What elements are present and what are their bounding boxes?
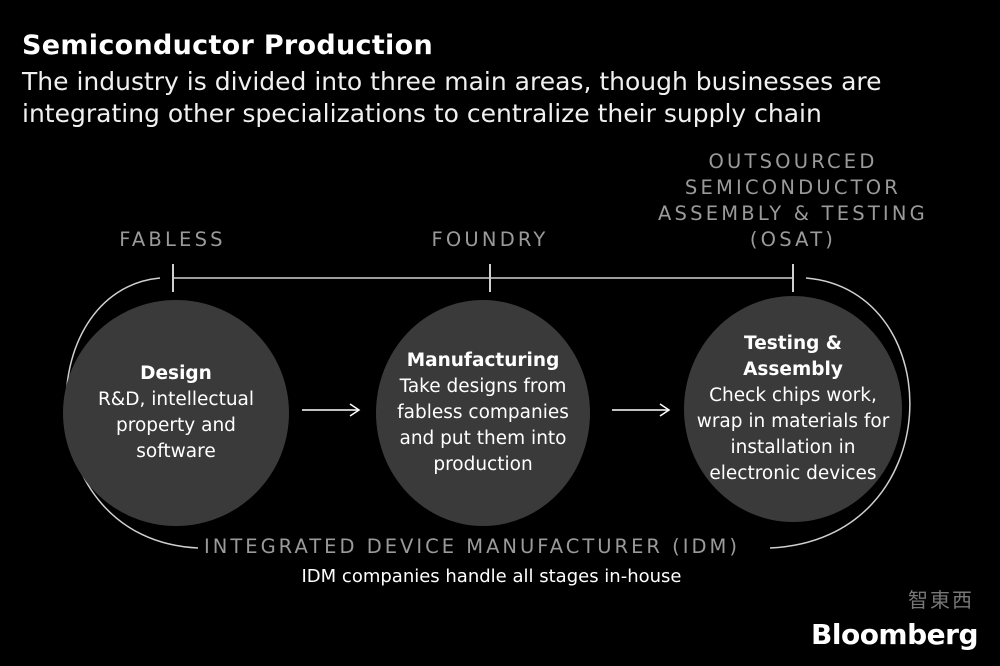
source-logo: Bloomberg	[811, 618, 978, 651]
stage-heading: Manufacturing	[406, 350, 560, 371]
stage-heading: Design	[140, 363, 212, 384]
stage-description: R&D, intellectual property and software	[97, 389, 255, 462]
arrow-design-to-manufacturing	[302, 403, 361, 417]
watermark: 智東西	[908, 588, 974, 612]
category-osat: OUTSOURCED SEMICONDUCTOR ASSEMBLY & TEST…	[658, 150, 928, 251]
chart-title: Semiconductor Production	[22, 30, 433, 61]
idm-arc-right	[769, 277, 911, 549]
stage-testing-assembly: Testing & Assembly Check chips work, wra…	[684, 296, 902, 522]
stage-heading: Testing & Assembly	[743, 333, 843, 380]
stage-manufacturing: Manufacturing Take designs from fabless …	[376, 300, 590, 526]
stage-description: Take designs from fabless companies and …	[397, 376, 569, 475]
category-foundry: FOUNDRY	[431, 228, 549, 251]
idm-note: IDM companies handle all stages in-house	[301, 566, 682, 587]
stage-description: Check chips work, wrap in materials for …	[696, 385, 890, 484]
stage-design: Design R&D, intellectual property and so…	[63, 300, 289, 526]
arrow-manufacturing-to-testing	[612, 403, 671, 417]
idm-label: INTEGRATED DEVICE MANUFACTURER (IDM)	[204, 535, 740, 558]
chart-subtitle: The industry is divided into three main …	[22, 67, 882, 128]
category-fabless: FABLESS	[119, 228, 226, 251]
